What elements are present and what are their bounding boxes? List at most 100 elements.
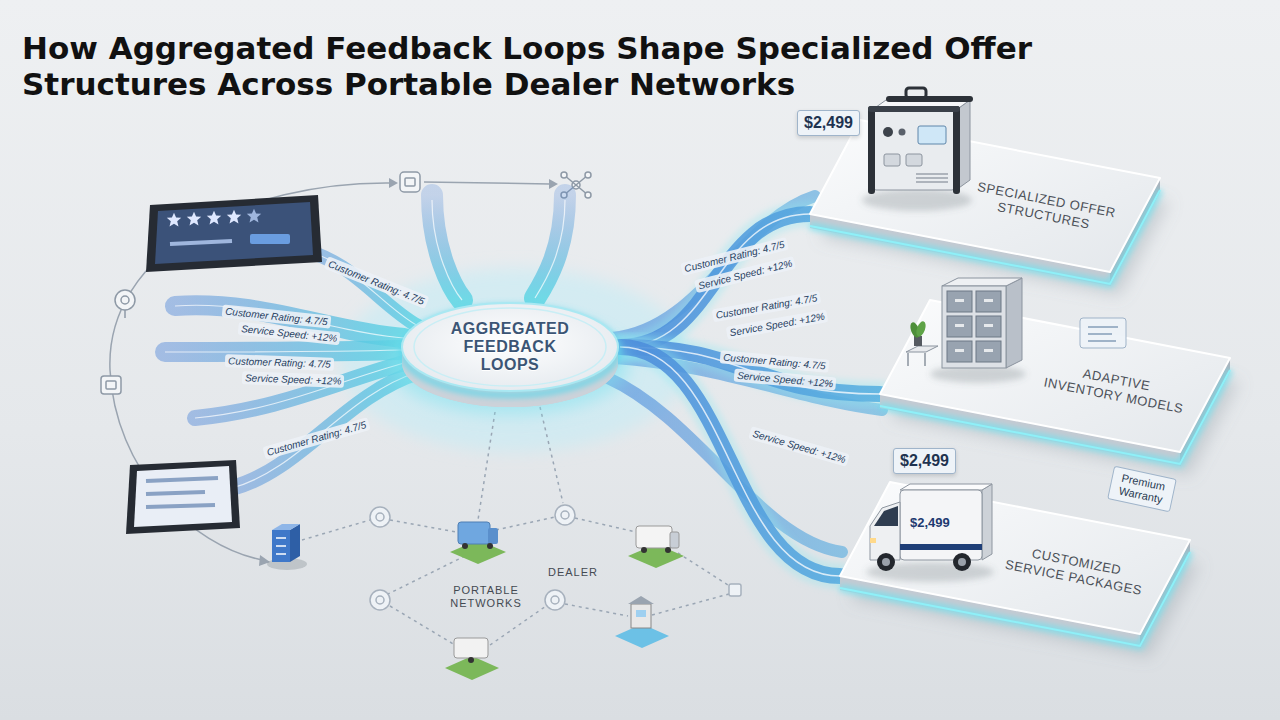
plant-pot xyxy=(914,336,922,346)
tablet-device-part xyxy=(250,234,290,244)
network-label: PORTABLE NETWORKS xyxy=(445,584,527,610)
panel-line xyxy=(1088,340,1116,342)
portable-unit-part xyxy=(445,656,499,680)
title-block: How Aggregated Feedback Loops Shape Spec… xyxy=(22,30,1122,102)
generator-body xyxy=(872,110,956,190)
dealer-building-part xyxy=(272,524,300,530)
generator-knob xyxy=(883,127,893,137)
cabinet-drawer xyxy=(947,291,972,312)
input-stream-part xyxy=(535,195,565,298)
network-link xyxy=(302,407,729,645)
network-node-part xyxy=(376,513,384,521)
cabinet-top xyxy=(942,278,1022,286)
network-link-part xyxy=(478,412,495,520)
generator-vent xyxy=(916,173,948,175)
cabinet-drawer xyxy=(976,341,1001,362)
phone-device-part xyxy=(134,466,232,527)
dealer-building-part xyxy=(272,530,290,562)
phone-device-part xyxy=(146,505,215,507)
cabinet-drawer xyxy=(947,316,972,337)
tablet-device xyxy=(146,195,322,272)
offer-platform: CUSTOMIZED SERVICE PACKAGES xyxy=(840,482,1190,652)
van-body xyxy=(900,490,982,560)
tablet-device-part xyxy=(146,195,322,272)
network-node-part xyxy=(561,511,569,519)
label-holder: PORTABLE NETWORKS xyxy=(445,584,527,610)
portable-unit-part xyxy=(636,610,646,617)
cabinet-drawer xyxy=(976,316,1001,337)
cabinet-drawer xyxy=(947,341,972,362)
arrow-head-part xyxy=(549,179,558,189)
network-link-part xyxy=(390,606,455,645)
input-stream-part xyxy=(165,350,402,352)
network-link-part xyxy=(678,553,728,585)
generator-frame xyxy=(868,106,960,112)
metric-label: Customer Rating: 4.7/5 xyxy=(262,417,370,459)
portable-unit-part xyxy=(641,547,647,553)
network-link-part xyxy=(496,517,555,530)
source-icon-part xyxy=(585,172,591,178)
source-icon-part xyxy=(106,381,116,389)
van-windshield xyxy=(874,506,898,526)
van-roof xyxy=(900,484,992,490)
dealer-building xyxy=(267,524,307,570)
portable-unit-part xyxy=(631,604,651,628)
panel-line xyxy=(1088,326,1118,328)
portable-unit-part xyxy=(628,596,654,604)
van-stripe xyxy=(900,544,982,550)
hub-disc: AGGREGATED FEEDBACK LOOPS xyxy=(400,285,620,410)
ribbon-body xyxy=(620,347,840,576)
van-side xyxy=(982,484,992,560)
stream-sheen-part xyxy=(535,200,565,298)
portable-unit-part xyxy=(488,528,498,544)
label-holder: DEALER xyxy=(548,566,598,579)
metric-label: Service Speed: +12% xyxy=(242,371,345,388)
desk-top xyxy=(906,346,938,352)
cabinet-side xyxy=(1006,278,1022,368)
dealer-building-part xyxy=(290,524,300,562)
plant-leaf xyxy=(915,320,928,338)
platform-top xyxy=(810,120,1160,272)
label-holder: Customer Rating: 4.7/5 xyxy=(225,354,334,371)
tablet-device-part xyxy=(227,210,241,224)
warranty-tag: Premium Warranty xyxy=(1107,466,1177,513)
portable-unit-part xyxy=(462,543,468,549)
label-holder: AGGREGATED FEEDBACK LOOPS xyxy=(445,320,575,374)
network-node xyxy=(370,505,741,610)
stream-sheen-part xyxy=(165,350,402,352)
offer-platform: SPECIALIZED OFFER STRUCTURES xyxy=(810,120,1160,290)
tablet-device-part xyxy=(170,241,232,244)
label-holder: Premium Warranty xyxy=(1107,466,1177,513)
portable-unit-part xyxy=(458,522,490,544)
title: How Aggregated Feedback Loops Shape Spec… xyxy=(22,30,1122,102)
source-icon-part xyxy=(101,376,121,394)
label-holder: Customer Rating: 4.7/5 xyxy=(262,417,370,459)
metric-label: Service Speed: +12% xyxy=(748,426,850,467)
price-tag: $2,499 xyxy=(893,448,956,474)
van-cab xyxy=(870,502,900,560)
tablet-device-part xyxy=(247,209,261,223)
platform-top xyxy=(880,300,1230,452)
network-link-part xyxy=(490,606,546,645)
source-icon-part xyxy=(405,178,415,186)
dealer-building-part xyxy=(276,537,286,539)
tablet-device-part xyxy=(167,213,181,227)
network-node-part xyxy=(370,507,390,527)
network-node-part xyxy=(376,596,384,604)
network-node-part xyxy=(545,590,565,610)
cabinet-drawer xyxy=(976,291,1001,312)
stream-sheen-part xyxy=(195,362,408,418)
source-icon-part xyxy=(400,172,420,192)
label-holder: $2,499 xyxy=(910,515,950,531)
tablet-device-part xyxy=(187,212,201,226)
price-tag: $2,499 xyxy=(797,110,860,136)
stream-sheen-part xyxy=(232,372,418,488)
network-node-part xyxy=(555,505,575,525)
cabinet-body xyxy=(942,286,1006,368)
floating-panel xyxy=(1080,318,1126,348)
network-link-part xyxy=(575,518,636,532)
arrow-head-part xyxy=(389,178,398,188)
network-node-part xyxy=(729,584,741,596)
portable-unit-part xyxy=(454,638,488,658)
label-holder: $2,499 xyxy=(893,448,956,474)
